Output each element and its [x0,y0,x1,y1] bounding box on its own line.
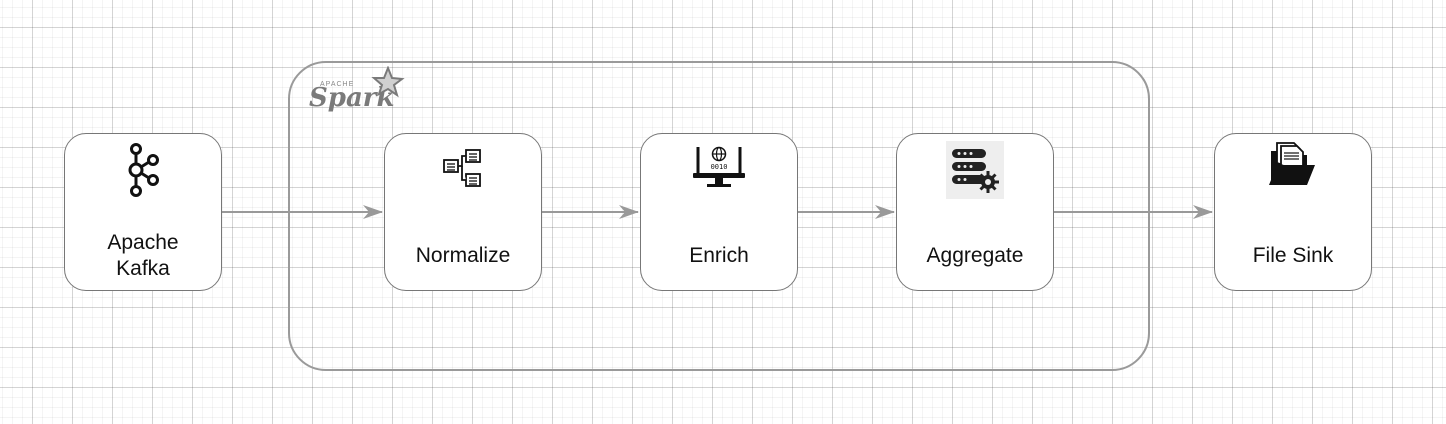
spark-logo-icon: APACHE Spark [309,66,405,113]
node-file-sink[interactable]: File Sink [1214,133,1372,291]
node-label: Enrich [689,244,749,267]
node-label: Aggregate [926,244,1024,267]
node-label: Apache Kafka [65,230,221,282]
node-apache-kafka[interactable]: Apache Kafka [64,133,222,291]
spark-group[interactable] [288,61,1150,371]
node-aggregate[interactable]: Aggregate [896,133,1054,291]
spark-logo-caption: APACHE [320,81,354,88]
node-normalize[interactable]: Normalize [384,133,542,291]
node-label-line2: Kafka [116,257,170,280]
svg-text:0010: 0010 [711,163,728,171]
server-gear-icon [946,141,1004,199]
node-label-line1: Apache [107,231,179,254]
monitor-globe-icon: 0010 [693,146,745,187]
node-enrich[interactable]: 0010 Enrich [640,133,798,291]
kafka-icon [128,143,159,197]
node-label: File Sink [1252,244,1334,267]
hierarchy-icon [443,149,481,187]
folder-documents-icon [1269,142,1315,185]
node-label: Normalize [415,244,511,267]
